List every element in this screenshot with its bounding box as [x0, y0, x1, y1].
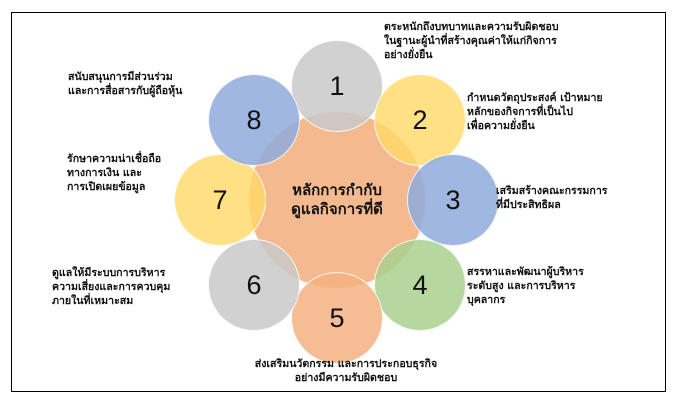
circle-1 — [291, 40, 383, 132]
description-line: ที่มีประสิทธิผล — [496, 199, 561, 211]
node-description-4: สรรหาและพัฒนาผู้บริหาร ระดับสูง และการบร… — [467, 265, 584, 307]
node-description-8: สนับสนุนการมีส่วนร่วม และการสื่อสารกับผู… — [68, 70, 182, 98]
description-line: กำหนดวัตถุประสงค์ เป้าหมาย — [467, 92, 603, 104]
node-description-5: ส่งเสริมนวัตกรรม และการประกอบธุรกิจ อย่า… — [226, 357, 466, 385]
circle-3 — [407, 154, 499, 246]
description-line: ทางการเงิน และ — [67, 167, 142, 179]
description-line: ระดับสูง และการบริหาร — [467, 280, 576, 292]
node-description-6: ดูแลให้มีระบบการบริหาร ความเสี่ยงและการค… — [52, 266, 170, 308]
description-line: สรรหาและพัฒนาผู้บริหาร — [467, 266, 584, 278]
node-description-1: ตระหนักถึงบทบาทและความรับผิดชอบ ในฐานะผู… — [384, 20, 559, 62]
description-line: การเปิดเผยข้อมูล — [67, 181, 146, 193]
description-line: ดูแลให้มีระบบการบริหาร — [52, 267, 166, 279]
node-description-2: กำหนดวัตถุประสงค์ เป้าหมาย หลักของกิจการ… — [467, 91, 603, 133]
description-line: อย่างมีความรับผิดชอบ — [294, 372, 398, 384]
description-line: และการสื่อสารกับผู้ถือหุ้น — [68, 85, 183, 97]
description-line: เพื่อความยั่งยืน — [467, 120, 535, 132]
circle-2 — [374, 74, 466, 166]
description-line: หลักของกิจการที่เป็นไป — [467, 106, 573, 118]
description-line: ในฐานะผู้นำที่สร้างคุณค่าให้แก่กิจการ — [384, 35, 557, 47]
node-description-7: รักษาความน่าเชื่อถือ ทางการเงิน และ การเ… — [67, 152, 161, 194]
circle-8 — [208, 74, 300, 166]
circle-5 — [291, 272, 383, 364]
description-line: สนับสนุนการมีส่วนร่วม — [68, 71, 173, 83]
description-line: ส่งเสริมนวัตกรรม และการประกอบธุรกิจ — [254, 358, 438, 370]
description-line: บุคลากร — [467, 294, 506, 306]
description-line: ภายในที่เหมาะสม — [52, 295, 134, 307]
circle-7 — [174, 154, 266, 246]
description-line: ความเสี่ยงและการควบคุม — [52, 281, 171, 293]
node-description-3: เสริมสร้างคณะกรรมการ ที่มีประสิทธิผล — [496, 184, 607, 212]
description-line: อย่างยั่งยืน — [384, 49, 433, 61]
circle-4 — [374, 239, 466, 331]
description-line: เสริมสร้างคณะกรรมการ — [496, 185, 608, 197]
description-line: รักษาความน่าเชื่อถือ — [67, 153, 162, 165]
circle-6 — [208, 239, 300, 331]
diagram-frame — [11, 12, 666, 392]
description-line: ตระหนักถึงบทบาทและความรับผิดชอบ — [384, 21, 559, 33]
